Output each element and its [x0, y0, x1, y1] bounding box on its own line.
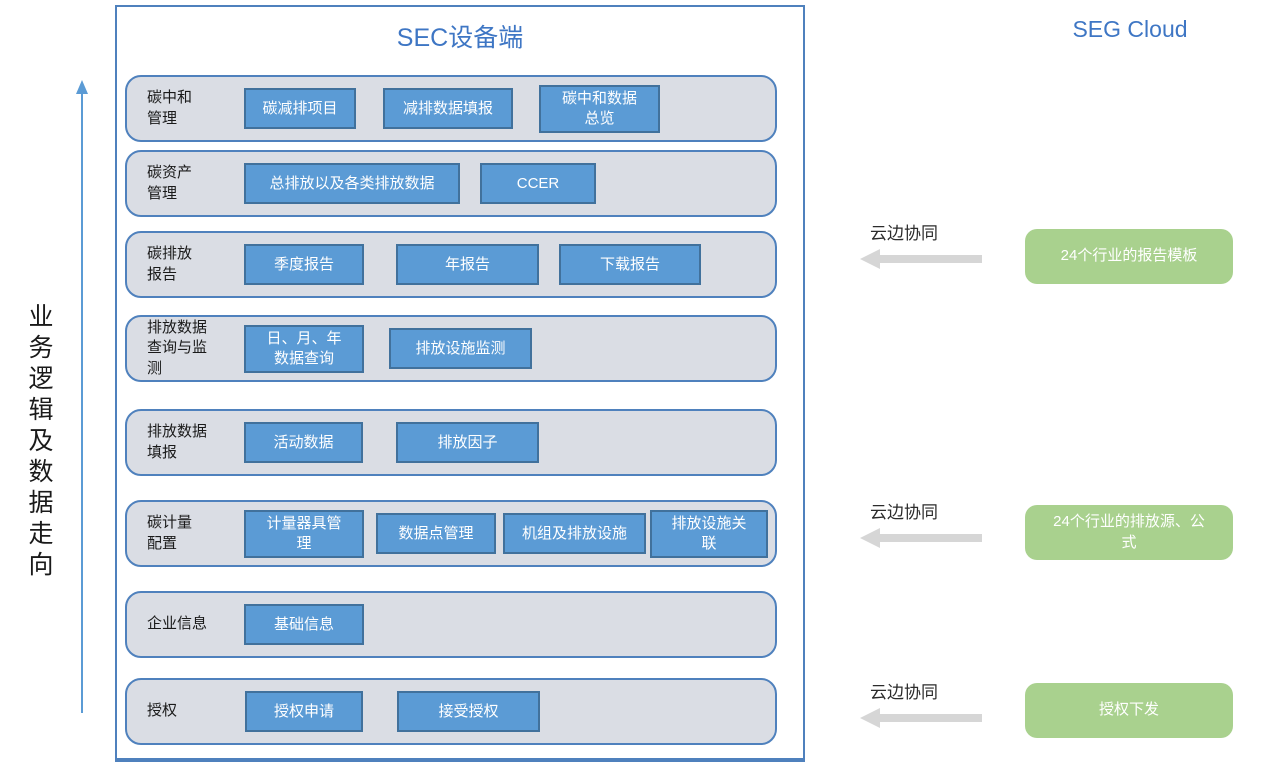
feature-chip: 计量器具管 理 — [244, 509, 364, 558]
module-row-data-entry: 排放数据 填报 活动数据 排放因子 — [125, 409, 777, 476]
cloud-sync-label: 云边协同 — [870, 224, 938, 243]
flow-axis-label: 业务逻辑及数据走向 — [25, 303, 53, 582]
feature-chip: 排放设施监测 — [389, 328, 532, 369]
module-row-carbon-metering-config-label: 碳计量 配置 — [147, 514, 193, 552]
sec-device-panel: SEC设备端 碳中和 管理 碳减排项目 减排数据填报 碳中和数据 总览 碳资产 … — [115, 5, 805, 762]
left-arrow-icon — [860, 249, 982, 269]
feature-chip: 日、月、年 数据查询 — [244, 324, 364, 373]
feature-chip: 活动数据 — [244, 422, 363, 463]
seg-cloud-title: SEG Cloud — [1072, 16, 1188, 42]
feature-chip: 碳中和数据 总览 — [539, 84, 660, 133]
feature-chip: 总排放以及各类排放数据 — [244, 163, 460, 204]
cloud-sync-label: 云边协同 — [870, 683, 938, 702]
module-row-data-query-monitor-label: 排放数据 查询与监 测 — [147, 319, 208, 377]
cloud-capability-box: 24个行业的报告模板 — [1025, 229, 1233, 284]
feature-chip: 年报告 — [396, 244, 539, 285]
module-row-data-entry-label: 排放数据 填报 — [147, 423, 208, 461]
feature-chip: 机组及排放设施 — [503, 513, 646, 554]
module-row-carbon-asset: 碳资产 管理 总排放以及各类排放数据 CCER — [125, 150, 777, 217]
module-row-carbon-neutral: 碳中和 管理 碳减排项目 减排数据填报 碳中和数据 总览 — [125, 75, 777, 142]
module-row-enterprise-info-label: 企业信息 — [147, 615, 208, 633]
module-row-carbon-asset-label: 碳资产 管理 — [147, 164, 193, 202]
feature-chip: 基础信息 — [244, 604, 364, 645]
feature-chip: 碳减排项目 — [244, 88, 356, 129]
feature-chip: 接受授权 — [397, 691, 540, 732]
module-row-enterprise-info: 企业信息 基础信息 — [125, 591, 777, 658]
feature-chip: 授权申请 — [245, 691, 363, 732]
feature-chip: 季度报告 — [244, 244, 364, 285]
feature-chip: 减排数据填报 — [383, 88, 513, 129]
feature-chip: 排放设施关 联 — [650, 509, 768, 558]
feature-chip: CCER — [480, 163, 596, 204]
sec-panel-title: SEC设备端 — [396, 24, 524, 52]
cloud-sync-label: 云边协同 — [870, 503, 938, 522]
cloud-capability-box: 24个行业的排放源、公 式 — [1025, 505, 1233, 560]
flow-up-arrow-icon — [76, 80, 88, 713]
feature-chip: 下载报告 — [559, 244, 701, 285]
left-arrow-icon — [860, 528, 982, 548]
module-row-carbon-metering-config: 碳计量 配置 计量器具管 理 数据点管理 机组及排放设施 排放设施关 联 — [125, 500, 777, 567]
module-row-emission-report: 碳排放 报告 季度报告 年报告 下载报告 — [125, 231, 777, 298]
module-row-authorization: 授权 授权申请 接受授权 — [125, 678, 777, 745]
module-row-data-query-monitor: 排放数据 查询与监 测 日、月、年 数据查询 排放设施监测 — [125, 315, 777, 382]
cloud-capability-box: 授权下发 — [1025, 683, 1233, 738]
module-row-emission-report-label: 碳排放 报告 — [147, 245, 193, 283]
module-row-authorization-label: 授权 — [147, 702, 178, 720]
module-row-carbon-neutral-label: 碳中和 管理 — [147, 89, 193, 127]
feature-chip: 排放因子 — [396, 422, 539, 463]
feature-chip: 数据点管理 — [376, 513, 496, 554]
left-arrow-icon — [860, 708, 982, 728]
